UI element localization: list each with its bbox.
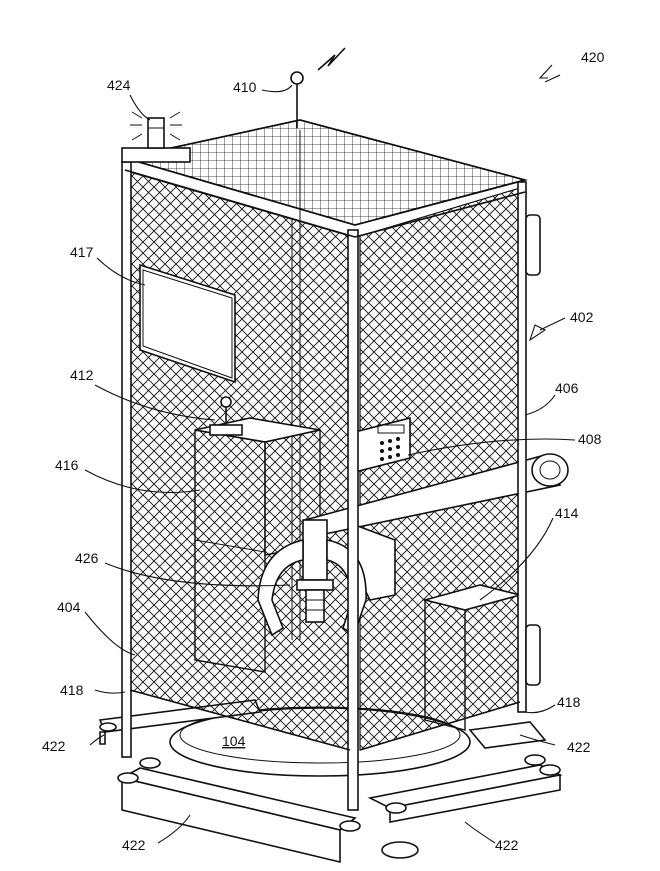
label-404: 404 [57,599,81,615]
label-422-right: 422 [567,739,591,755]
reference-labels: 420 424 410 417 402 412 406 408 416 414 … [42,49,605,853]
label-422-left: 422 [42,738,66,754]
label-417: 417 [70,244,94,260]
label-422-bottom-right: 422 [495,837,519,853]
cage-left-mesh [129,171,351,751]
label-412: 412 [70,367,94,383]
label-418-right: 418 [557,694,581,710]
label-426: 426 [75,550,99,566]
label-420: 420 [581,49,605,65]
antenna [290,47,346,128]
label-424: 424 [107,77,131,93]
hinge-upper [525,214,541,276]
cage [121,47,569,811]
base-platform [98,699,563,864]
label-422-bottom-left: 422 [122,837,146,853]
label-414: 414 [555,505,579,521]
label-410: 410 [233,79,257,95]
beacon-light [121,111,191,163]
display-screen [139,263,236,384]
label-104: 104 [222,733,246,749]
label-406: 406 [555,380,579,396]
label-402: 402 [570,309,594,325]
leader-lines [84,64,576,844]
robotic-arm [303,453,569,601]
base-rail-back [468,721,547,749]
label-408: 408 [578,431,602,447]
label-416: 416 [55,457,79,473]
joystick [209,396,243,436]
hinge-lower [525,624,541,686]
label-418-left: 418 [60,682,84,698]
